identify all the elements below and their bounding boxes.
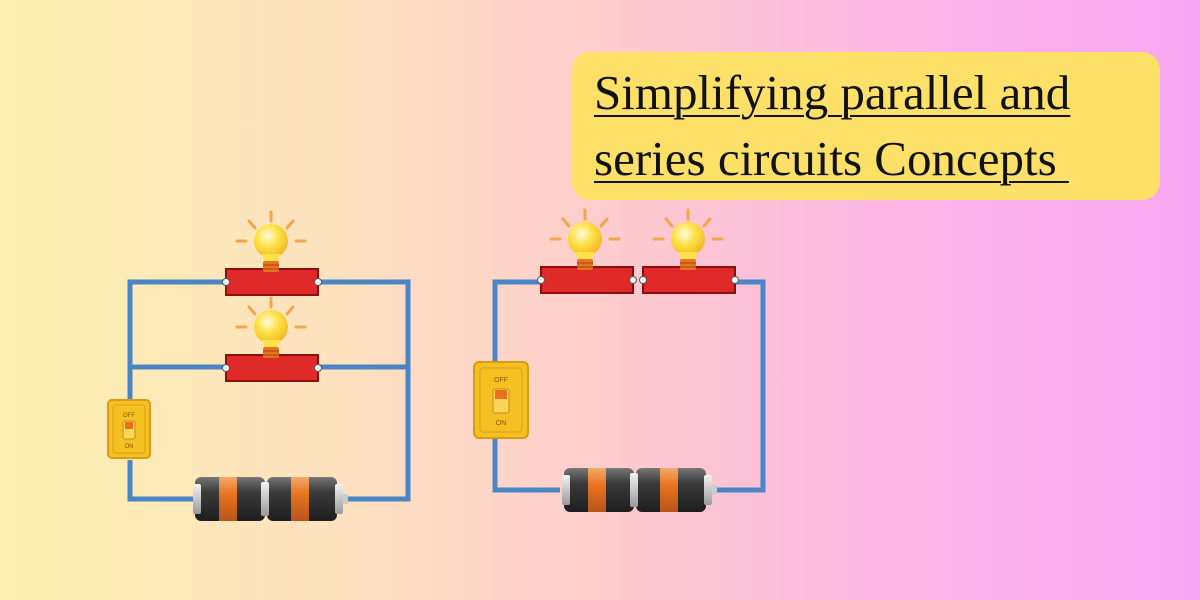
switch-off-label: OFF — [123, 413, 135, 419]
title-line-2: series circuits Concepts — [594, 131, 1069, 186]
battery-icon — [193, 477, 348, 521]
light-bulb-icon — [652, 208, 724, 272]
title-line-1: Simplifying parallel and — [594, 65, 1071, 120]
wire — [492, 438, 560, 493]
wire — [318, 279, 411, 502]
bulb-holder-1 — [221, 268, 323, 296]
wire — [127, 460, 195, 502]
toggle-switch-icon: OFF ON — [107, 399, 151, 459]
switch-on-label: ON — [125, 444, 134, 450]
wire — [127, 279, 225, 400]
parallel-circuit: OFF ON — [107, 210, 411, 521]
light-bulb-icon — [549, 208, 621, 272]
wire — [492, 279, 540, 362]
bulb-holder-1 — [536, 266, 638, 294]
battery-icon — [562, 468, 717, 512]
series-circuit: OFF ON — [473, 208, 766, 512]
light-bulb-icon — [235, 296, 307, 360]
wire — [712, 279, 766, 493]
bulb-holder-2 — [638, 266, 740, 294]
switch-off-label: OFF — [494, 377, 508, 384]
toggle-switch-icon: OFF ON — [473, 361, 529, 439]
switch-on-label: ON — [496, 420, 507, 427]
bulb-holder-2 — [221, 354, 323, 382]
light-bulb-icon — [235, 210, 307, 274]
title-box: Simplifying parallel and series circuits… — [572, 52, 1160, 200]
